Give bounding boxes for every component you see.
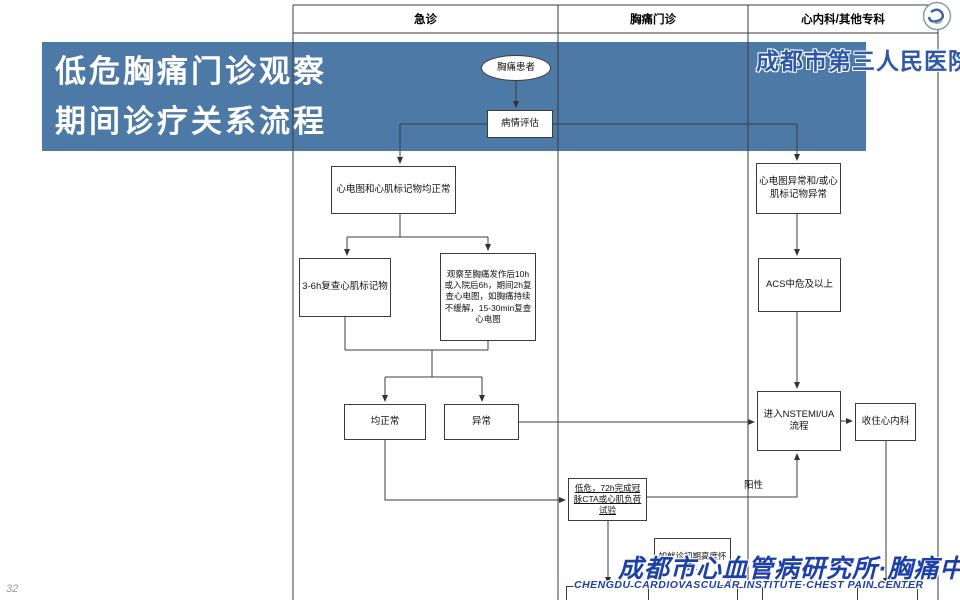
- lane-header-emergency: 急诊: [414, 14, 437, 26]
- node-chest-pain-patient: 胸痛患者: [481, 55, 551, 81]
- lane-header-cardiology: 心内科/其他专科: [801, 14, 885, 26]
- lane-header-chest-pain-clinic: 胸痛门诊: [630, 14, 676, 26]
- node-high-suspicion-note: 如就诊初期高度怀疑…: [654, 538, 731, 586]
- node-admit-cardiology: 收住心内科: [855, 403, 916, 441]
- institute-name-cn: 成都市心血管病研究所·胸痛中心: [618, 555, 960, 583]
- node-acs-intermediate-risk: ACS中危及以上: [758, 258, 841, 312]
- node-cutoff-bottom-right: [857, 587, 918, 600]
- institute-name-en: CHENGDU CARDIOVASCULAR INSTITUTE·CHEST P…: [574, 579, 924, 591]
- node-observation-protocol: 观察至胸痛发作后10h或入院后6h，期间2h复查心电图，如胸痛持续不缓解，15-…: [440, 253, 536, 341]
- node-recheck-markers: 3-6h复查心肌标记物: [299, 258, 391, 317]
- node-condition-assessment: 病情评估: [487, 110, 553, 138]
- node-cutoff-bottom-left: [566, 586, 649, 600]
- slide-title-line1: 低危胸痛门诊观察: [55, 54, 327, 89]
- page-number: 32: [6, 583, 19, 595]
- node-all-normal: 均正常: [344, 404, 426, 440]
- node-low-risk-cta-stress-test: 低危，72h完成冠脉CTA或心肌负荷试验: [568, 478, 647, 521]
- node-ecg-markers-abnormal: 心电图异常和/或心肌标记物异常: [756, 163, 841, 214]
- node-ecg-markers-normal: 心电图和心肌标记物均正常: [331, 166, 456, 214]
- hospital-name: 成都市第三人民医院: [756, 49, 960, 74]
- edge-label-positive: 阳性: [744, 480, 764, 491]
- title-banner: 低危胸痛门诊观察 期间诊疗关系流程: [42, 42, 866, 151]
- node-cutoff-bottom-middle: [737, 587, 763, 600]
- hospital-logo-icon: [922, 1, 952, 31]
- node-nstemi-ua-pathway: 进入NSTEMI/UA流程: [757, 391, 841, 451]
- node-abnormal: 异常: [444, 404, 519, 440]
- slide-title-line2: 期间诊疗关系流程: [55, 104, 327, 139]
